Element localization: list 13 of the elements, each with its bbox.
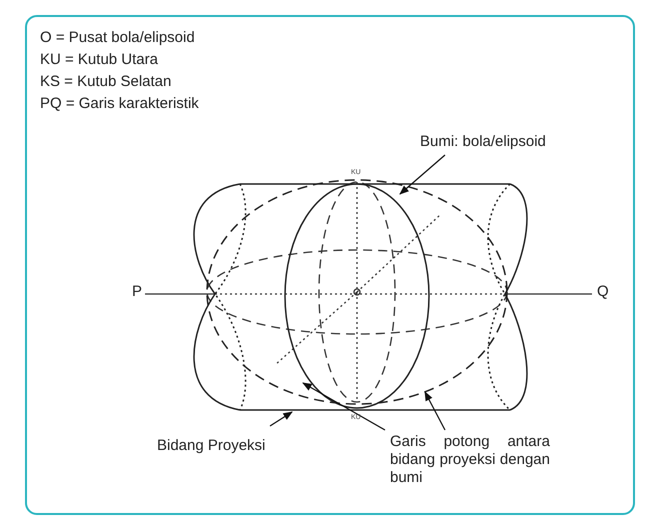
leader-line	[302, 382, 386, 431]
callout-text: Bidang Proyeksi	[157, 437, 317, 455]
leader-line	[424, 391, 446, 430]
legend-entry: O = Pusat bola/elipsoid	[40, 29, 195, 47]
axis-end-label: P	[132, 283, 142, 301]
callout-text: Garis potong antara bidang proyeksi dengan bumi	[390, 433, 550, 487]
axis-end-label: Q	[597, 283, 609, 301]
legend-entry: PQ = Garis karakteristik	[40, 95, 199, 113]
callout-text: Bumi: bola/elipsoid	[420, 133, 620, 151]
leader-line	[270, 411, 293, 426]
legend-entry: KS = Kutub Selatan	[40, 73, 172, 91]
leader-line	[399, 154, 446, 195]
legend-entry: KU = Kutub Utara	[40, 51, 158, 69]
